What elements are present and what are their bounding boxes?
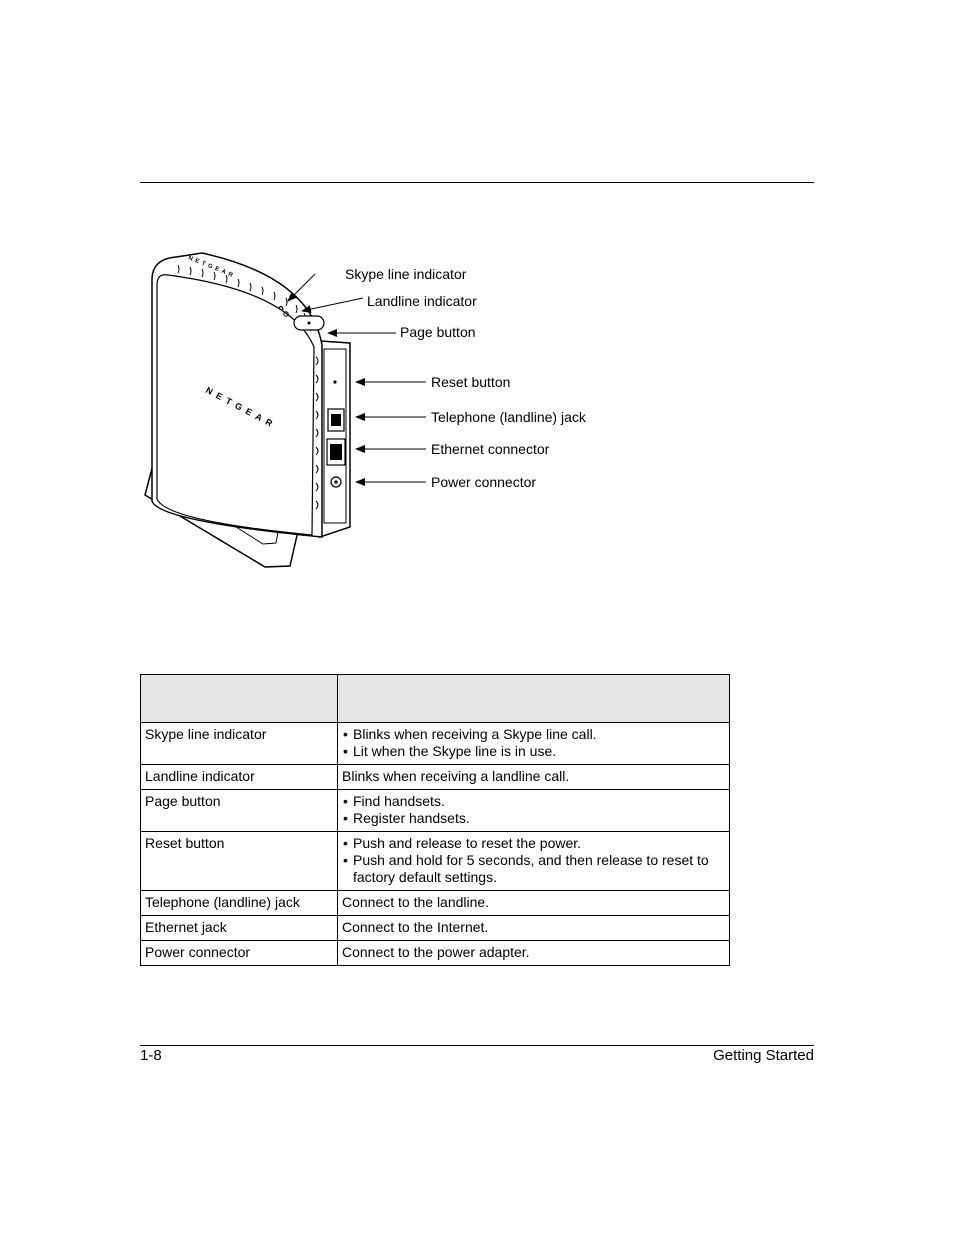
feature-description: Find handsets. Register handsets. <box>337 789 730 832</box>
table-row: Reset button Push and release to reset t… <box>140 831 730 891</box>
feature-name: Page button <box>140 789 338 832</box>
table-header-row <box>140 674 730 723</box>
description-item: Register handsets. <box>342 810 725 827</box>
footer-rule <box>140 1045 814 1046</box>
page-number: 1-8 <box>140 1047 162 1064</box>
feature-description: Blinks when receiving a landline call. <box>337 764 730 790</box>
callout-skype: Skype line indicator <box>345 266 467 282</box>
skype-led <box>278 305 284 311</box>
table-row: Ethernet jack Connect to the Internet. <box>140 915 730 941</box>
description-item: Blinks when receiving a Skype line call. <box>342 726 725 743</box>
table-header-cell <box>337 674 730 723</box>
feature-description: Connect to the Internet. <box>337 915 730 941</box>
feature-name: Power connector <box>140 940 338 966</box>
chapter-title: Getting Started <box>713 1047 814 1064</box>
landline-led <box>283 311 289 317</box>
callout-page: Page button <box>400 324 476 340</box>
header-rule <box>140 182 814 183</box>
table-row: Page button Find handsets. Register hand… <box>140 789 730 832</box>
description-item: Push and release to reset the power. <box>342 835 725 852</box>
feature-description: Connect to the power adapter. <box>337 940 730 966</box>
feature-name: Skype line indicator <box>140 722 338 765</box>
table-row: Skype line indicator Blinks when receivi… <box>140 722 730 765</box>
landline-line <box>301 297 364 314</box>
feature-description: Push and release to reset the power. Pus… <box>337 831 730 891</box>
feature-name: Ethernet jack <box>140 915 338 941</box>
features-table: Skype line indicator Blinks when receivi… <box>140 674 730 966</box>
table-header-cell <box>140 674 338 723</box>
feature-name: Telephone (landline) jack <box>140 890 338 916</box>
description-item: Lit when the Skype line is in use. <box>342 743 725 760</box>
callout-ethernet: Ethernet connector <box>431 441 550 457</box>
feature-description: Blinks when receiving a Skype line call.… <box>337 722 730 765</box>
table-row: Landline indicator Blinks when receiving… <box>140 764 730 790</box>
callout-landline: Landline indicator <box>367 293 477 309</box>
side-panel <box>323 348 347 524</box>
feature-description: Connect to the landline. <box>337 890 730 916</box>
callout-telephone: Telephone (landline) jack <box>431 409 586 425</box>
feature-name: Reset button <box>140 831 338 891</box>
callout-power: Power connector <box>431 474 537 490</box>
table-row: Telephone (landline) jack Connect to the… <box>140 890 730 916</box>
device-figure: NETGEAR NETGEAR Skype line indicator Lan… <box>130 245 690 575</box>
callout-reset: Reset button <box>431 374 511 390</box>
table-row: Power connector Connect to the power ada… <box>140 940 730 966</box>
leader-lines <box>287 273 426 486</box>
description-item: Find handsets. <box>342 793 725 810</box>
reset-hole <box>333 380 337 384</box>
description-item: Push and hold for 5 seconds, and then re… <box>342 852 725 886</box>
device-illustration: NETGEAR NETGEAR <box>144 252 426 568</box>
skype-line <box>287 273 316 302</box>
feature-name: Landline indicator <box>140 764 338 790</box>
